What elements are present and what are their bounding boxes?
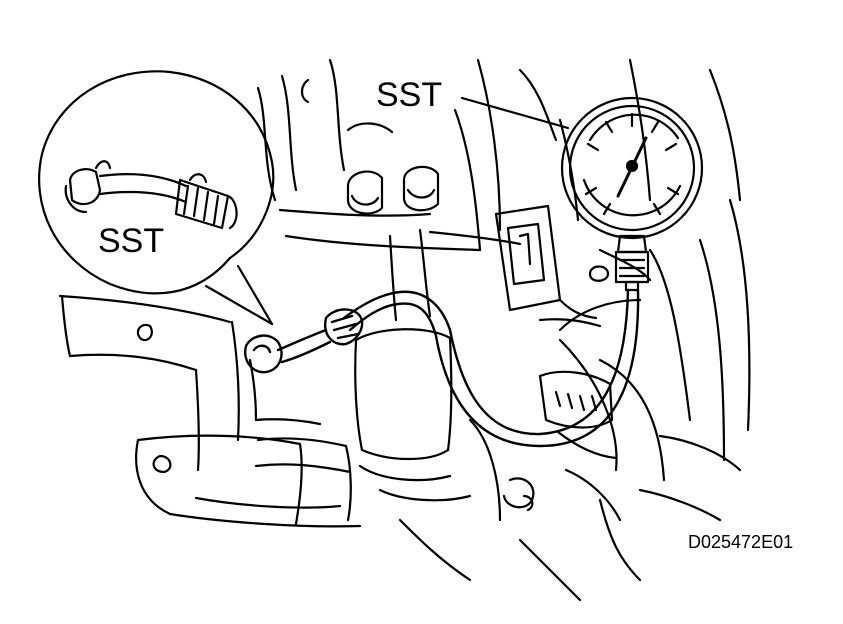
gauge-hose [244, 288, 640, 448]
figure-code: D025472E01 [688, 532, 794, 552]
gauge-sst-label: SST [376, 76, 443, 114]
gauge-label-leader [460, 96, 570, 130]
inset-sst-label: SST [98, 222, 165, 260]
engine-block [58, 58, 751, 602]
pressure-gauge [560, 96, 704, 292]
detail-inset [38, 70, 275, 326]
